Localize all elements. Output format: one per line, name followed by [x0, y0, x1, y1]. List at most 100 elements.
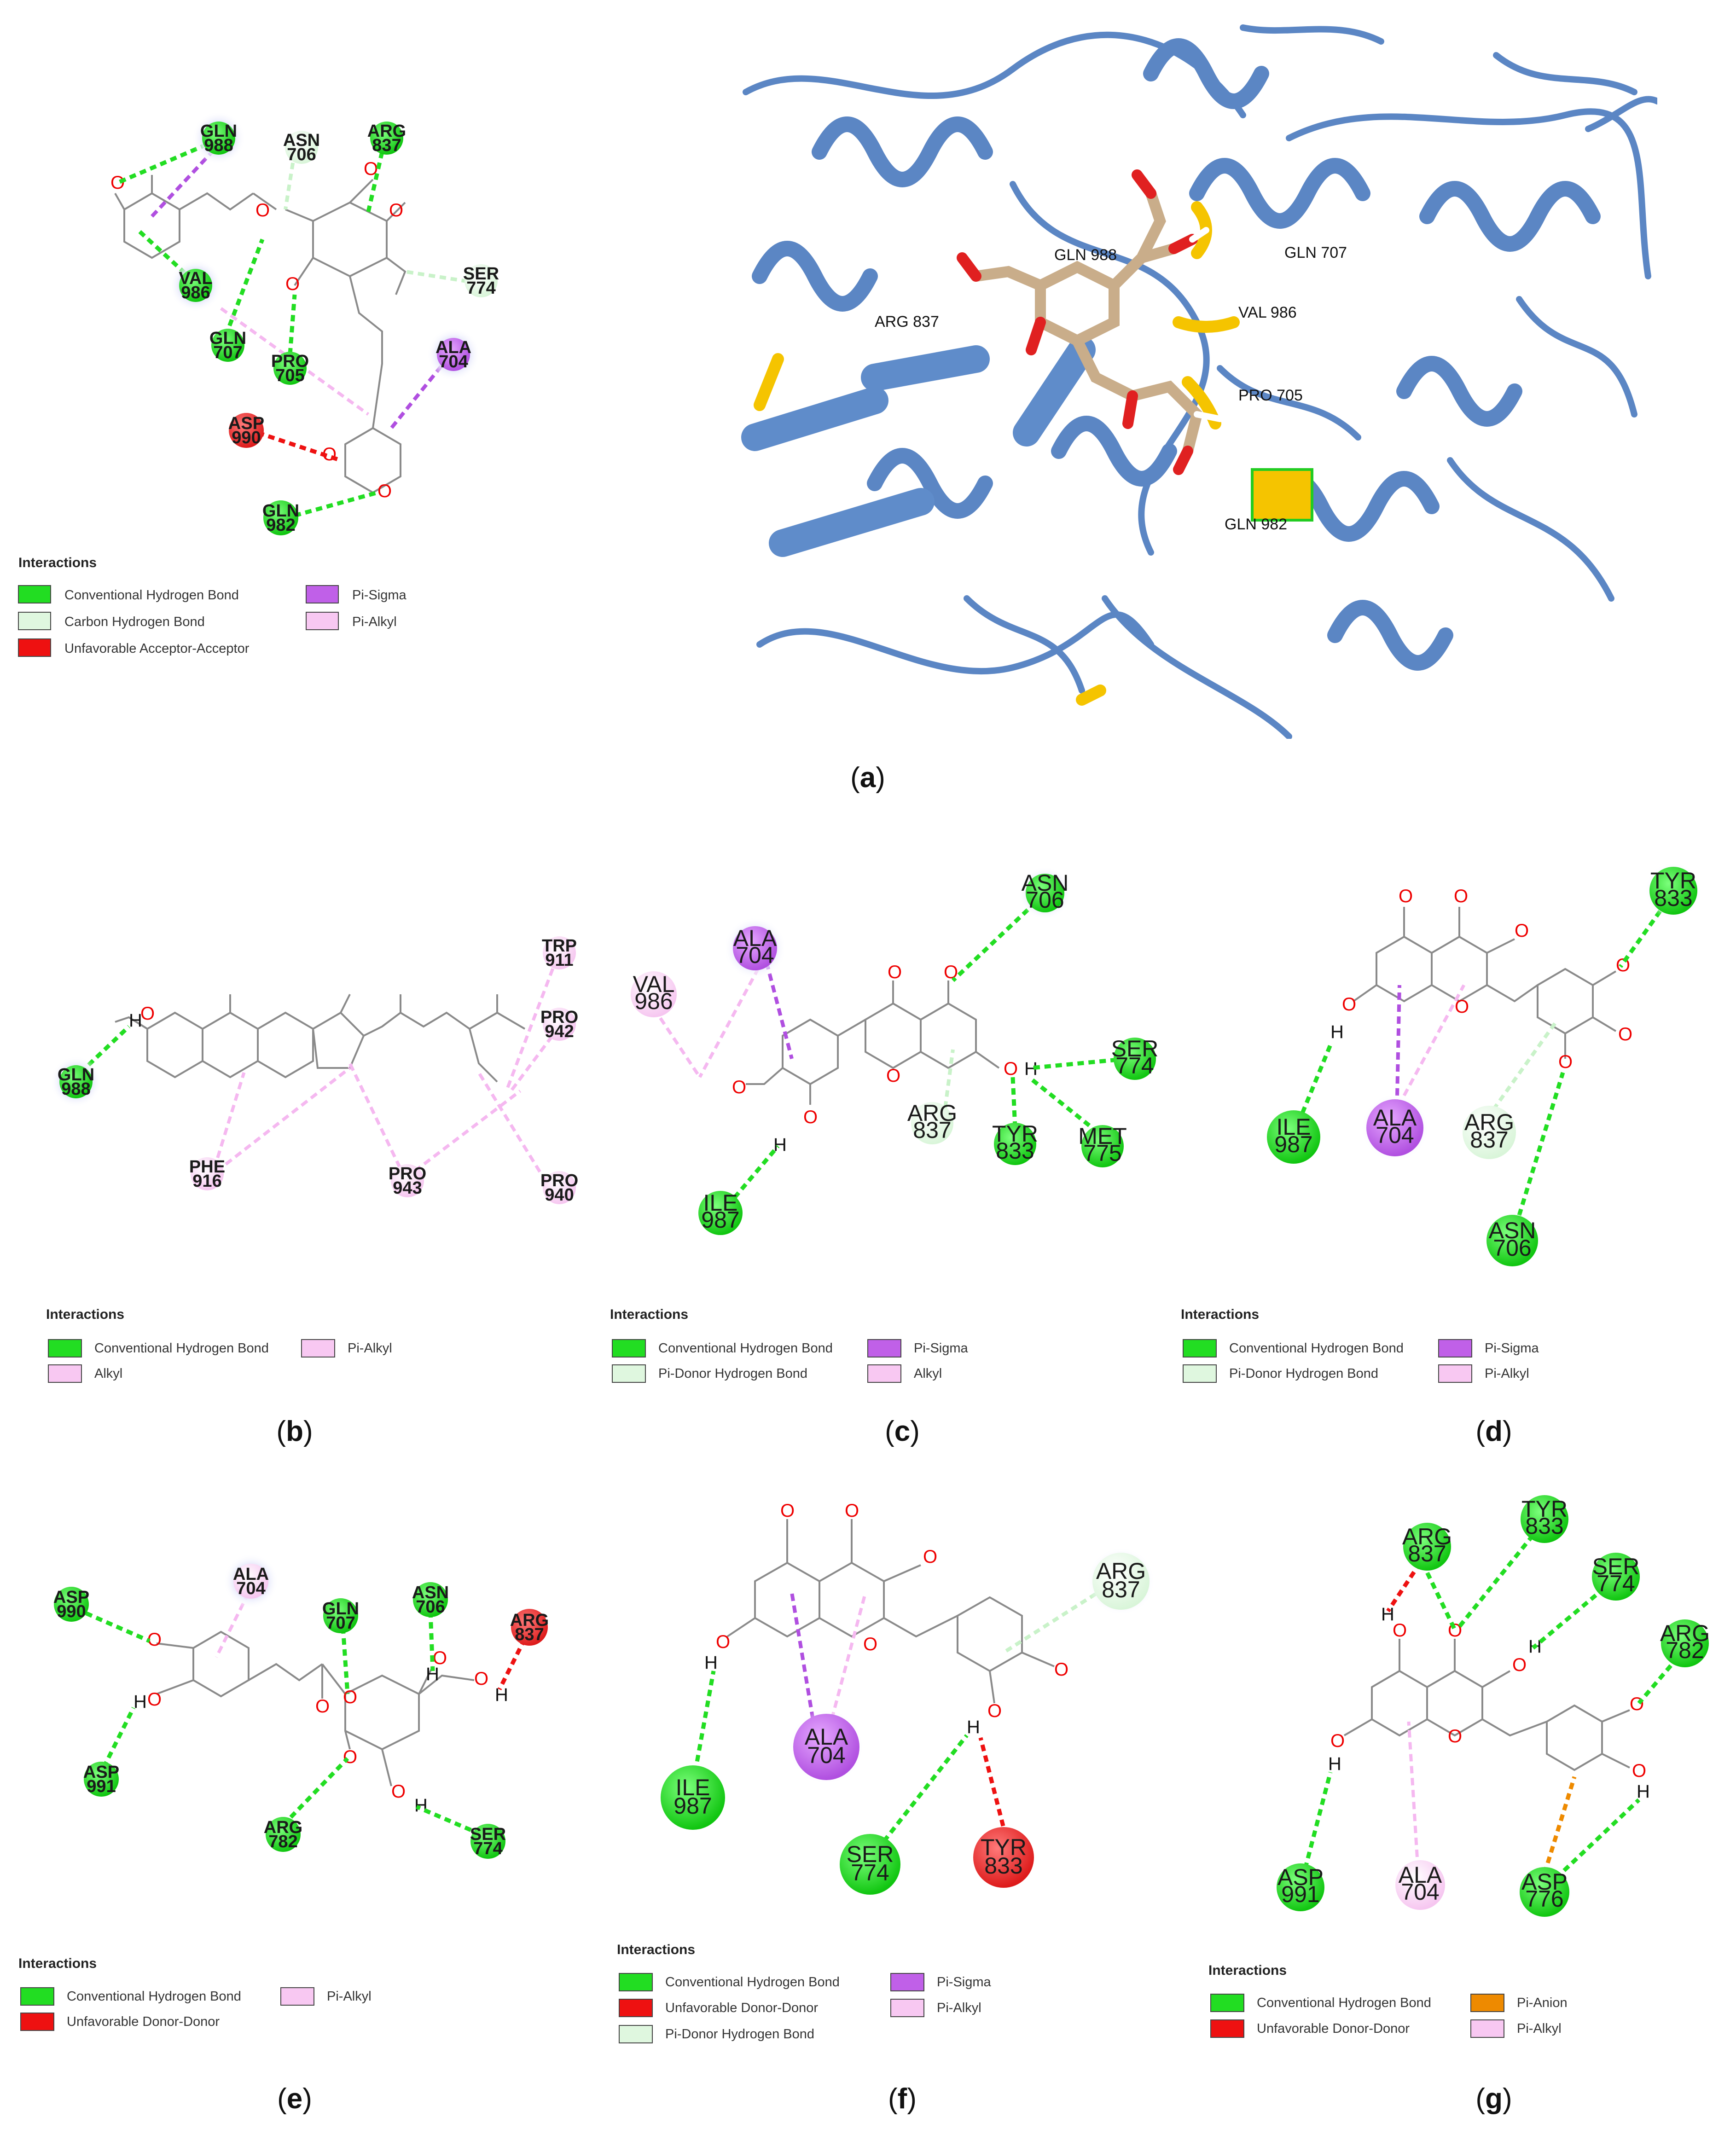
- residue-asp-991-g: ASP 991: [1277, 1863, 1324, 1911]
- atom-h: H: [1328, 1754, 1341, 1774]
- residue-gln-707: GLN 707: [209, 329, 246, 362]
- residue-tyr-833-c: TYR 833: [992, 1121, 1038, 1165]
- residue-ala-704-f: ALA 704: [789, 1709, 864, 1785]
- residue-asp-990: ASP 990: [228, 413, 264, 448]
- svg-text:PHE: PHE: [189, 1157, 225, 1177]
- svg-text:GLN: GLN: [58, 1065, 94, 1085]
- atom-o: O: [987, 1701, 1002, 1721]
- atom-o: O: [1512, 1655, 1527, 1675]
- svg-text:TRP: TRP: [542, 936, 577, 956]
- svg-text:775: 775: [1083, 1140, 1121, 1166]
- svg-text:PRO: PRO: [540, 1171, 578, 1190]
- caption-f: (f): [888, 2083, 917, 2115]
- panel-c-diagram: O O O O O O H H ASN 706 ALA 704 VAL: [610, 866, 1158, 1447]
- residue-ala-704-e: ALA 704: [223, 1554, 279, 1609]
- residue-arg-782-g: ARG 782: [1660, 1619, 1710, 1667]
- atom-o: O: [389, 200, 403, 220]
- svg-text:774: 774: [466, 278, 495, 298]
- interaction-line: [428, 1611, 435, 1671]
- residue-pro-942: PRO 942: [540, 1008, 578, 1041]
- residue-ile-987-f: ILE 987: [661, 1765, 725, 1830]
- residue-asn-706-d: ASN 706: [1484, 1212, 1541, 1269]
- interaction-line: [693, 1671, 716, 1773]
- ligand-b-structure: [115, 994, 526, 1083]
- interaction-line: [882, 1734, 969, 1843]
- atom-h: H: [134, 1692, 147, 1712]
- atom-o: O: [1558, 1052, 1573, 1072]
- svg-text:GLN: GLN: [322, 1599, 359, 1619]
- interaction-line: [212, 1072, 246, 1170]
- svg-text:774: 774: [1597, 1571, 1635, 1596]
- interaction-line: [341, 1627, 350, 1694]
- interaction-line: [1637, 1656, 1680, 1705]
- svg-text:SER: SER: [1592, 1554, 1640, 1579]
- interaction-line: [951, 900, 1038, 982]
- svg-text:837: 837: [1470, 1127, 1508, 1153]
- atom-h: H: [1381, 1604, 1394, 1624]
- residue-tyr-833-g: TYR 833: [1521, 1495, 1568, 1543]
- residue-arg-782-e: ARG 782: [264, 1817, 302, 1852]
- atom-o: O: [732, 1077, 746, 1097]
- atom-o: O: [1004, 1059, 1018, 1079]
- svg-text:Conventional Hydrogen Bond: Conventional Hydrogen Bond: [1229, 1341, 1404, 1356]
- svg-text:833: 833: [1654, 885, 1692, 911]
- legend-c: Interactions Conventional Hydrogen Bond …: [610, 1307, 969, 1383]
- atom-o: O: [391, 1781, 406, 1802]
- svg-text:Alkyl: Alkyl: [914, 1366, 942, 1381]
- residue-asn-706-c: ASN 706: [1018, 866, 1072, 920]
- svg-text:ARG: ARG: [367, 122, 406, 141]
- svg-text:704: 704: [1401, 1879, 1439, 1905]
- atom-o: O: [716, 1632, 730, 1652]
- svg-text:833: 833: [1525, 1513, 1563, 1539]
- protein-label: GLN 707: [1284, 244, 1347, 261]
- residue-trp-911: TRP 911: [542, 936, 577, 970]
- svg-text:ILE: ILE: [675, 1775, 710, 1800]
- interaction-line: [281, 1757, 349, 1827]
- svg-text:837: 837: [1408, 1541, 1446, 1566]
- svg-text:911: 911: [545, 951, 573, 970]
- svg-text:Conventional Hydrogen Bond: Conventional Hydrogen Bond: [64, 588, 239, 603]
- svg-text:ALA: ALA: [435, 338, 471, 357]
- interaction-line: [1386, 1561, 1422, 1613]
- svg-text:707: 707: [326, 1613, 355, 1633]
- interaction-line: [416, 1804, 482, 1837]
- svg-text:Pi-Alkyl: Pi-Alkyl: [352, 615, 397, 629]
- svg-text:PRO: PRO: [389, 1164, 426, 1183]
- panel-d-diagram: O O O O O O O O H TYR 833 ILE 987 ALA 70: [1181, 862, 1702, 1447]
- svg-text:986: 986: [181, 283, 210, 302]
- protein-label: ARG 837: [875, 313, 939, 331]
- atom-o: O: [433, 1648, 447, 1668]
- svg-text:782: 782: [268, 1832, 297, 1851]
- interaction-line: [284, 151, 296, 210]
- legend-g: Interactions Conventional Hydrogen Bond …: [1208, 1963, 1568, 2038]
- residue-ala-704-c: ALA 704: [724, 917, 786, 980]
- residue-pro-705: PRO 705: [271, 352, 309, 385]
- interaction-line: [790, 1592, 817, 1731]
- caption-c: (c): [885, 1415, 920, 1447]
- svg-text:ASP: ASP: [83, 1763, 119, 1782]
- residue-val-986-c: VAL 986: [631, 971, 677, 1017]
- svg-text:ARG: ARG: [510, 1611, 549, 1630]
- svg-text:SER: SER: [463, 264, 499, 284]
- svg-text:Conventional Hydrogen Bond: Conventional Hydrogen Bond: [67, 1989, 241, 2004]
- svg-text:ASN: ASN: [412, 1583, 449, 1602]
- atom-o: O: [803, 1107, 818, 1127]
- svg-text:988: 988: [61, 1079, 90, 1099]
- residue-asp-776-g: ASP 776: [1516, 1863, 1573, 1920]
- svg-text:ASP: ASP: [1277, 1864, 1324, 1890]
- atom-o: O: [474, 1669, 488, 1689]
- svg-text:Unfavorable Donor-Donor: Unfavorable Donor-Donor: [665, 2001, 818, 2015]
- svg-text:706: 706: [1026, 887, 1064, 913]
- residue-ala-704-d: ALA 704: [1361, 1094, 1429, 1162]
- interaction-line: [1485, 1021, 1558, 1120]
- atom-h: H: [773, 1135, 787, 1155]
- interaction-line: [1296, 1044, 1333, 1124]
- ligand-a-structure: [114, 175, 406, 494]
- legend-d: Interactions Conventional Hydrogen Bond …: [1181, 1307, 1539, 1383]
- atom-h: H: [1330, 1022, 1344, 1042]
- residue-arg-837-f: ARG 837: [1087, 1547, 1155, 1615]
- interaction-line: [497, 1637, 527, 1691]
- interaction-line: [1395, 985, 1401, 1096]
- ligand-c-structure: [746, 980, 1000, 1105]
